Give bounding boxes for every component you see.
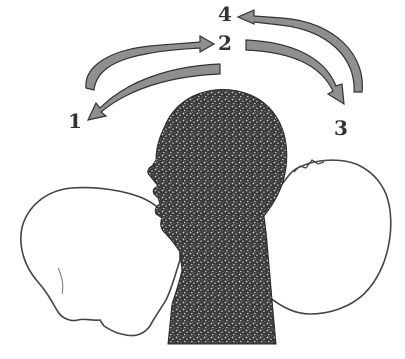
position-label-3: 3 (334, 118, 348, 138)
position-label-4: 4 (218, 4, 232, 24)
arrow-two-to-three (246, 40, 344, 104)
position-label-2: 2 (218, 33, 232, 53)
position-label-1: 1 (68, 111, 82, 131)
